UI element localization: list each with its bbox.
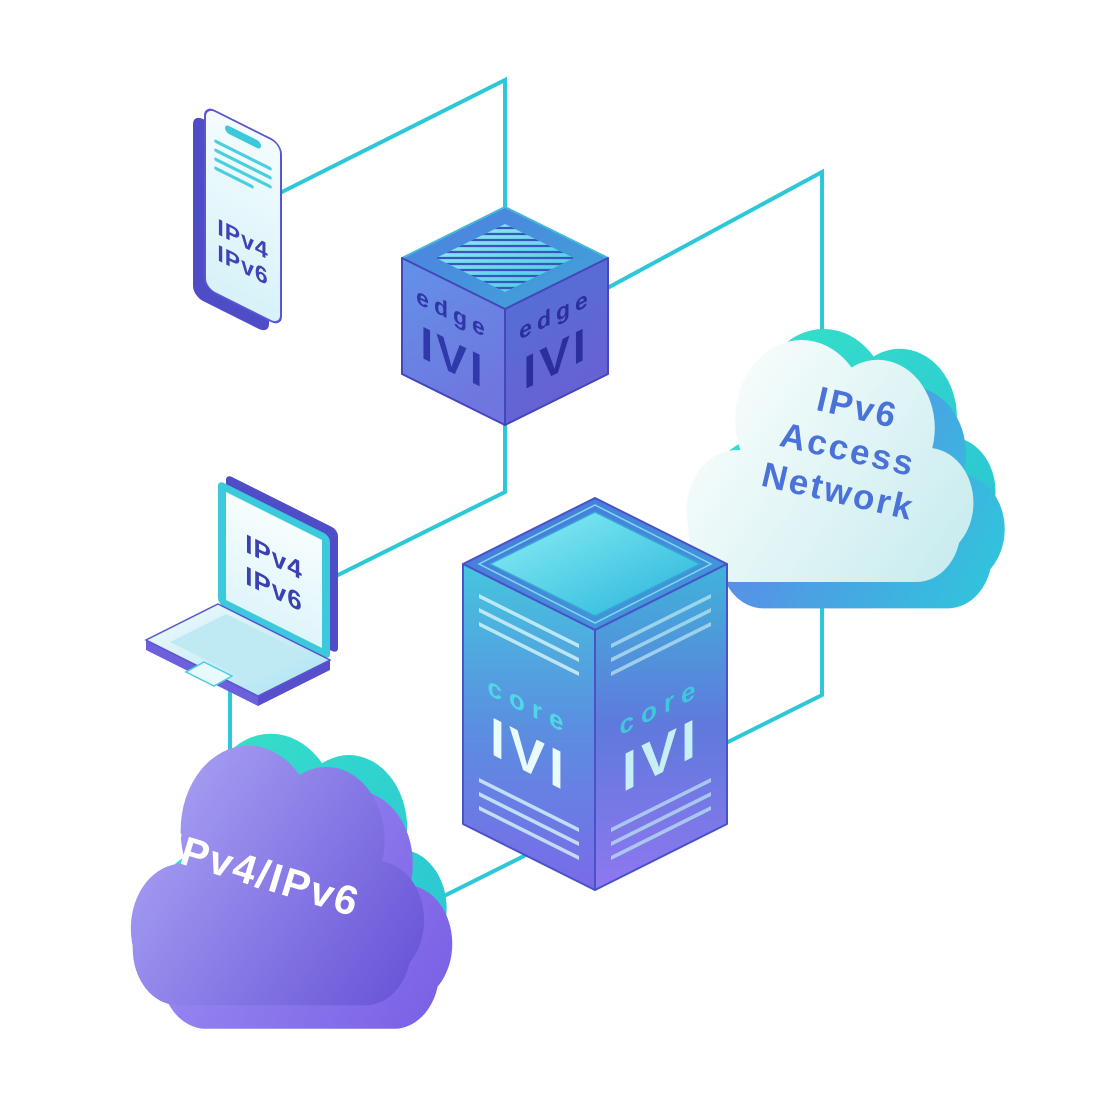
core-top-panel — [488, 511, 702, 617]
laptop-base-right-lip — [258, 660, 330, 706]
connection-phone-to-edge — [267, 76, 507, 224]
connection-edge-to-laptop — [319, 416, 507, 586]
ipv6-access-cloud: IPv6 Access Network — [686, 329, 1005, 609]
laptop-keyboard — [170, 614, 310, 684]
core-right-top-stripes — [611, 594, 711, 676]
laptop-screen: IPv4 IPv6 — [218, 482, 330, 658]
edge-router-cube: edge IVI edge IVI — [401, 206, 609, 426]
core-top-outline — [477, 504, 713, 624]
core-right-face — [594, 563, 728, 891]
laptop-device: IPv4 IPv6 — [144, 476, 338, 706]
edge-cube-right-face — [504, 257, 609, 426]
core-router-server: core IVI core IVI — [462, 497, 728, 891]
laptop-trackpad — [184, 661, 234, 687]
phone-front: IPv4 IPv6 — [204, 108, 282, 324]
core-left-bottom-stripes — [479, 778, 579, 860]
phone-screen-lines — [214, 139, 272, 189]
ipv4-ipv6-cloud: IPv4/IPv6 — [130, 733, 453, 1029]
core-left-top-stripes — [479, 594, 579, 676]
laptop-base — [144, 603, 332, 706]
phone-notch — [225, 125, 261, 149]
core-right-bottom-stripes — [611, 778, 711, 860]
phone-device: IPv4 IPv6 — [193, 108, 282, 331]
